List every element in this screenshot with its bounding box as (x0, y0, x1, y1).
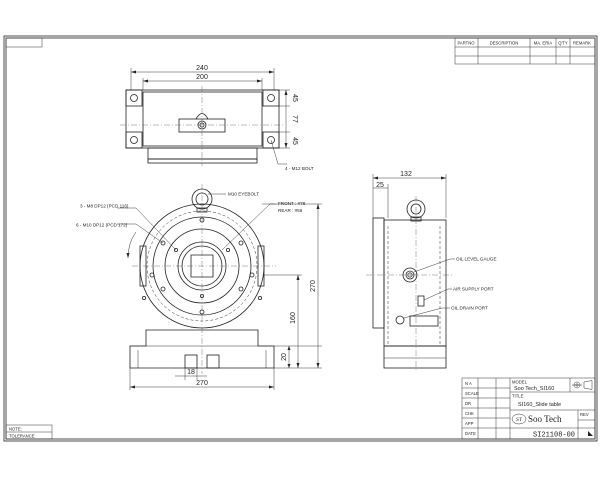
oil-drain-port (395, 315, 405, 325)
callout-air-port: AIR SUPPLY PORT (453, 287, 494, 292)
dim-270-height: 270 (310, 280, 317, 292)
dim-160: 160 (290, 312, 297, 324)
dim-45-bottom: 45 (291, 137, 298, 145)
company-name: Soo Tech (528, 414, 562, 424)
sheet-label: REV (580, 412, 589, 417)
dim-20: 20 (281, 353, 288, 361)
dim-25: 25 (376, 182, 384, 189)
base-slot-right (206, 354, 220, 369)
note-tolerance: TOLERANCE (9, 434, 35, 439)
model-value: Soo Tech_SI160 (514, 386, 554, 392)
side-view: 132 25 OIL LEVEL GAUGE AIR SUPPLY PO (366, 171, 497, 372)
header-partno: PARTNO (457, 41, 475, 46)
corner-tab (5, 37, 43, 48)
bolt-pad-bl (125, 131, 143, 149)
callout-front: FRONT : #78 (278, 201, 306, 206)
revision-table: PARTNO DESCRIPTION MA. ERIA Q'TY REMARK (454, 37, 596, 65)
tb-row-6: DATE (465, 431, 476, 436)
dim-77: 77 (291, 115, 298, 123)
callout-oil-drain: OIL DRAIN PORT (451, 306, 488, 311)
inner-frame (5, 37, 596, 440)
dim-240: 240 (196, 65, 208, 72)
tb-row-4: CHK (465, 411, 474, 416)
outer-frame (3, 35, 598, 442)
callout-m12-bolt: 4 - M12 BOLT (285, 166, 314, 171)
model-label: MODEL (512, 380, 528, 385)
dim-18: 18 (187, 369, 195, 376)
callout-eyebolt: M10 EYEBOLT (228, 192, 259, 197)
title-value: SI160_Slide table (518, 402, 561, 408)
tb-row-1: N A (465, 381, 472, 386)
tb-row-2: SCALE (465, 391, 479, 396)
bolt-pad-br (262, 131, 280, 149)
header-material: MA. ERIA (534, 41, 553, 46)
air-supply-port (417, 295, 425, 307)
dim-45-top: 45 (291, 94, 298, 102)
callout-m10: 6 - M10 DP12 (PCD 172) (76, 223, 128, 228)
dim-132: 132 (400, 171, 412, 178)
tb-row-5: APP (465, 421, 474, 426)
callout-oil-gauge: OIL LEVEL GAUGE (456, 257, 497, 262)
title-label: TITLE (512, 394, 524, 399)
bolt-pad-tr (262, 89, 280, 107)
top-view: 240 200 45 (120, 65, 314, 171)
note-label: NOTE: (9, 427, 22, 432)
dim-270-width: 270 (196, 380, 208, 387)
header-qty: Q'TY (558, 41, 568, 46)
logo-text: ST (516, 418, 522, 423)
company-logo: ST (511, 413, 527, 425)
dim-200: 200 (196, 74, 208, 81)
tb-row-3: DR (465, 401, 471, 406)
projection-symbol (572, 380, 593, 390)
header-remark: REMARK (573, 41, 591, 46)
bolt-pad-tl (125, 89, 143, 107)
title-block: N A SCALE DR CHK APP DATE MODEL Soo Tech… (461, 377, 596, 440)
note-box: NOTE: TOLERANCE (5, 424, 53, 440)
drawing-number: SI21108-00 (533, 432, 575, 440)
side-flange (372, 217, 385, 329)
header-description: DESCRIPTION (490, 41, 519, 46)
front-view: M10 EYEBOLT FRONT : #78 REAR : #56 3 - M… (76, 184, 322, 390)
base-slot-left (184, 354, 198, 369)
corner-mark (588, 431, 593, 436)
callout-rear: REAR : #56 (278, 208, 303, 213)
callout-m8: 3 - M8 DP12 (PCD 116) (80, 204, 129, 209)
